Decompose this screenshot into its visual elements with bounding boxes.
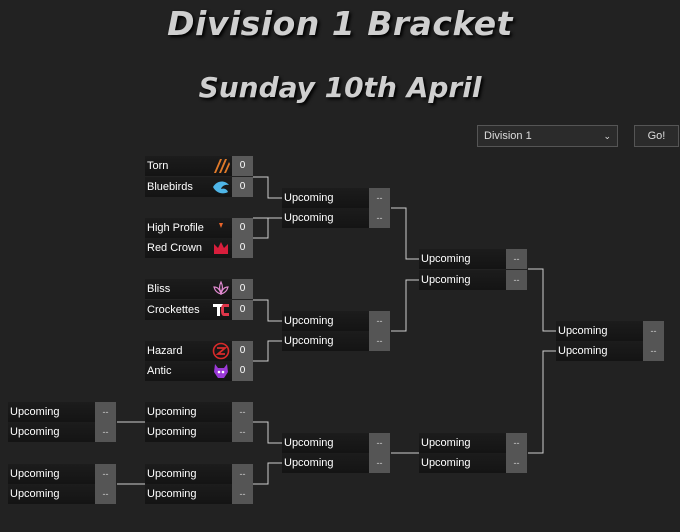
bluebirds-logo-icon (211, 178, 231, 196)
team-score: -- (643, 341, 664, 361)
team-name: Red Crown (147, 242, 203, 254)
team-name: Upcoming (145, 484, 232, 504)
chevron-down-icon: ⌄ (603, 130, 611, 141)
bracket-team-row[interactable]: Upcoming -- (282, 188, 390, 208)
bracket-team-row[interactable]: Red Crown 0 (145, 238, 253, 258)
team-score: -- (369, 433, 390, 453)
bracket-team-row[interactable]: Upcoming -- (282, 433, 390, 453)
team-score: 0 (232, 279, 253, 299)
team-score: -- (369, 188, 390, 208)
team-score: -- (506, 453, 527, 473)
team-name: Upcoming (8, 422, 95, 442)
team-name: Upcoming (282, 208, 369, 228)
team-score: -- (232, 464, 253, 484)
team-score: -- (232, 402, 253, 422)
team-name: Upcoming (282, 453, 369, 473)
bracket-team-row[interactable]: Bliss 0 (145, 279, 253, 299)
team-name: Upcoming (419, 270, 506, 290)
team-name: Upcoming (556, 341, 643, 361)
bracket-team-row[interactable]: Crockettes 0 (145, 300, 253, 320)
team-score: 0 (232, 300, 253, 320)
team-name: Upcoming (145, 422, 232, 442)
team-name: Upcoming (419, 249, 506, 269)
team-name: Antic (147, 365, 172, 377)
red-crown-logo-icon (211, 239, 231, 257)
bracket-team-row[interactable]: Upcoming -- (282, 208, 390, 228)
team-score: -- (506, 433, 527, 453)
page-subtitle: Sunday 10th April (198, 71, 482, 104)
team-name: Upcoming (419, 433, 506, 453)
bracket-team-row[interactable]: Upcoming -- (145, 484, 253, 504)
bracket-team-row[interactable]: Torn 0 (145, 156, 253, 176)
team-name: Bluebirds (147, 181, 193, 193)
team-score: -- (506, 249, 527, 269)
team-name: Upcoming (8, 484, 95, 504)
bracket-team-row[interactable]: Upcoming -- (145, 402, 253, 422)
bracket-team-row[interactable]: Upcoming -- (8, 422, 116, 442)
team-score: -- (95, 422, 116, 442)
torn-logo-icon (211, 157, 231, 175)
team-score: -- (95, 484, 116, 504)
team-name: Crockettes (147, 304, 200, 316)
bracket-team-row[interactable]: Upcoming -- (556, 341, 664, 361)
team-name: Upcoming (282, 311, 369, 331)
bracket-team-row[interactable]: Upcoming -- (282, 331, 390, 351)
team-name: Hazard (147, 345, 183, 357)
team-name: Torn (147, 160, 169, 172)
division-select[interactable]: Division 1 ⌄ (477, 125, 618, 147)
team-score: 0 (232, 177, 253, 197)
bracket-team-row[interactable]: Hazard 0 (145, 341, 253, 361)
team-name: Upcoming (419, 453, 506, 473)
bracket-team-row[interactable]: Upcoming -- (8, 402, 116, 422)
team-name: Bliss (147, 283, 171, 295)
team-name: Upcoming (282, 331, 369, 351)
team-name: Upcoming (282, 188, 369, 208)
antic-logo-icon (211, 362, 231, 380)
team-name: Upcoming (8, 402, 95, 422)
bracket-team-row[interactable]: High Profile 0 (145, 218, 253, 238)
bracket-team-row[interactable]: Upcoming -- (419, 433, 527, 453)
page-title: Division 1 Bracket (167, 4, 513, 43)
team-name: Upcoming (145, 464, 232, 484)
high-profile-logo-icon (211, 219, 231, 237)
team-score: -- (95, 464, 116, 484)
team-score: 0 (232, 218, 253, 238)
team-score: 0 (232, 361, 253, 381)
bracket-team-row[interactable]: Upcoming -- (145, 464, 253, 484)
bracket-team-row[interactable]: Upcoming -- (8, 484, 116, 504)
team-score: -- (643, 321, 664, 341)
team-name: Upcoming (145, 402, 232, 422)
team-score: -- (232, 422, 253, 442)
team-score: 0 (232, 238, 253, 258)
team-score: 0 (232, 156, 253, 176)
hazard-logo-icon (211, 342, 231, 360)
bracket-team-row[interactable]: Upcoming -- (145, 422, 253, 442)
go-button[interactable]: Go! (634, 125, 679, 147)
bracket-team-row[interactable]: Upcoming -- (282, 453, 390, 473)
team-score: 0 (232, 341, 253, 361)
division-select-value: Division 1 (484, 130, 532, 142)
crockettes-logo-icon (211, 301, 231, 319)
bracket-team-row[interactable]: Antic 0 (145, 361, 253, 381)
team-name: Upcoming (282, 433, 369, 453)
bracket-team-row[interactable]: Upcoming -- (282, 311, 390, 331)
team-score: -- (369, 453, 390, 473)
team-score: -- (369, 331, 390, 351)
team-score: -- (95, 402, 116, 422)
team-score: -- (369, 311, 390, 331)
team-name: Upcoming (556, 321, 643, 341)
team-score: -- (506, 270, 527, 290)
bracket-team-row[interactable]: Upcoming -- (419, 453, 527, 473)
bracket-team-row[interactable]: Bluebirds 0 (145, 177, 253, 197)
bliss-logo-icon (211, 280, 231, 298)
team-score: -- (369, 208, 390, 228)
team-name: High Profile (147, 222, 204, 234)
team-score: -- (232, 484, 253, 504)
team-name: Upcoming (8, 464, 95, 484)
bracket-team-row[interactable]: Upcoming -- (8, 464, 116, 484)
bracket-team-row[interactable]: Upcoming -- (419, 249, 527, 269)
bracket-team-row[interactable]: Upcoming -- (556, 321, 664, 341)
bracket-team-row[interactable]: Upcoming -- (419, 270, 527, 290)
